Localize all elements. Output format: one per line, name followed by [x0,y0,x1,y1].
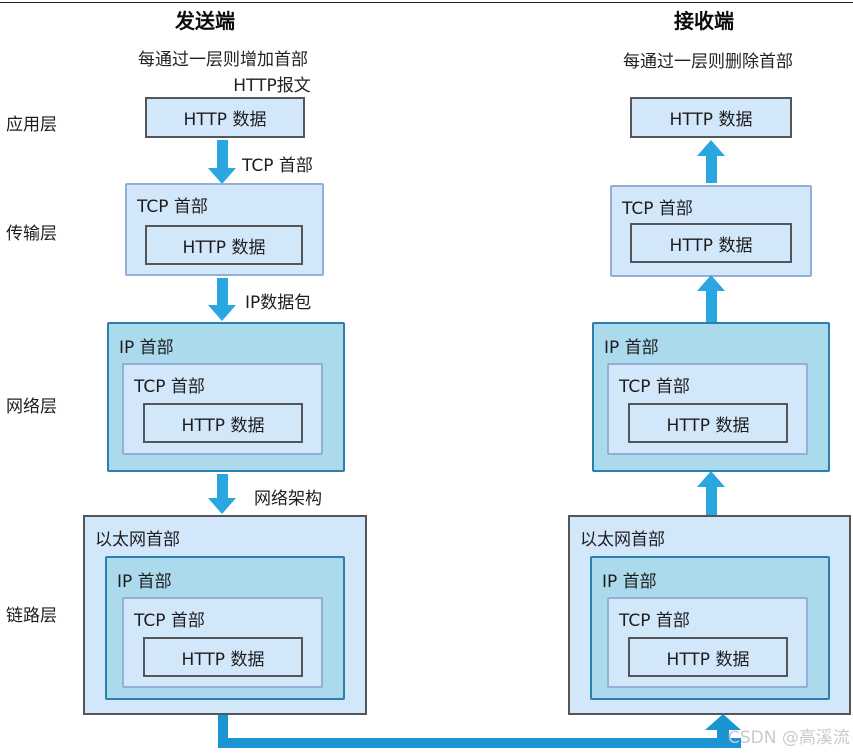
sender-app-http-box: HTTP 数据 [145,97,305,138]
receiver-link-http-box: HTTP 数据 [628,637,788,677]
sender-arrow-network-to-link-shaft [217,474,228,498]
arrow-label-network: 网络架构 [254,489,322,509]
sender-arrow-transport-to-network-head-icon [208,305,236,321]
sender-network-http-box: HTTP 数据 [143,403,303,443]
connector-horizontal-line [218,738,741,748]
box-label: HTTP 数据 [669,110,753,130]
receiver-arrow-network-to-transport-shaft [706,291,717,322]
receiver-arrow-transport-to-app-shaft [706,156,717,183]
sender-arrow-network-to-link-head-icon [208,498,236,514]
box-label: HTTP 数据 [666,649,750,670]
box-label: HTTP 数据 [181,415,265,436]
connector-up-arrow-head-icon [705,714,741,730]
box-label: TCP 首部 [134,377,205,397]
box-label: IP 首部 [604,338,659,358]
box-label: TCP 首部 [134,611,205,631]
box-label: 以太网首部 [580,530,665,550]
box-label: HTTP 数据 [182,237,266,258]
layer-label-network: 网络层 [6,397,57,417]
receiver-arrow-transport-to-app-head-icon [697,140,725,156]
box-label: TCP 首部 [619,611,690,631]
receiver-subtitle: 每通过一层则删除首部 [623,52,793,72]
layer-label-transport: 传输层 [6,224,57,244]
layer-label-application: 应用层 [6,115,57,135]
box-label: IP 首部 [117,572,172,592]
receiver-arrow-link-to-network-head-icon [697,471,725,487]
sender-subtitle: 每通过一层则增加首部 [138,50,308,70]
layer-label-link: 链路层 [6,606,57,626]
receiver-transport-http-box: HTTP 数据 [630,223,792,263]
sender-transport-http-box: HTTP 数据 [145,225,303,265]
box-label: HTTP 数据 [669,235,753,256]
receiver-network-http-box: HTTP 数据 [628,403,788,443]
box-label: HTTP 数据 [181,649,265,670]
arrow-label-tcp-header: TCP 首部 [242,156,313,176]
sender-arrow-app-to-transport-shaft [217,140,228,168]
box-label: TCP 首部 [137,197,208,217]
top-divider-line [0,2,853,3]
receiver-arrow-link-to-network-shaft [706,487,717,515]
box-label: IP 首部 [119,338,174,358]
sender-arrow-transport-to-network-shaft [217,278,228,305]
watermark: CSDN @高溪流 [728,728,850,748]
sender-title: 发送端 [175,9,235,33]
sender-arrow-app-to-transport-head-icon [208,168,236,184]
box-label: 以太网首部 [95,530,180,550]
http-message-label: HTTP报文 [233,76,311,96]
box-label: IP 首部 [602,572,657,592]
receiver-app-http-box: HTTP 数据 [630,97,792,138]
arrow-label-ip-packet: IP数据包 [245,293,312,313]
box-label: HTTP 数据 [183,110,267,130]
box-label: TCP 首部 [619,377,690,397]
sender-link-http-box: HTTP 数据 [143,637,303,677]
connector-left-vertical-line [218,715,228,748]
connector-right-vertical-line [717,730,729,748]
box-label: TCP 首部 [622,199,693,219]
receiver-arrow-network-to-transport-head-icon [697,275,725,291]
receiver-title: 接收端 [674,9,734,33]
box-label: HTTP 数据 [666,415,750,436]
